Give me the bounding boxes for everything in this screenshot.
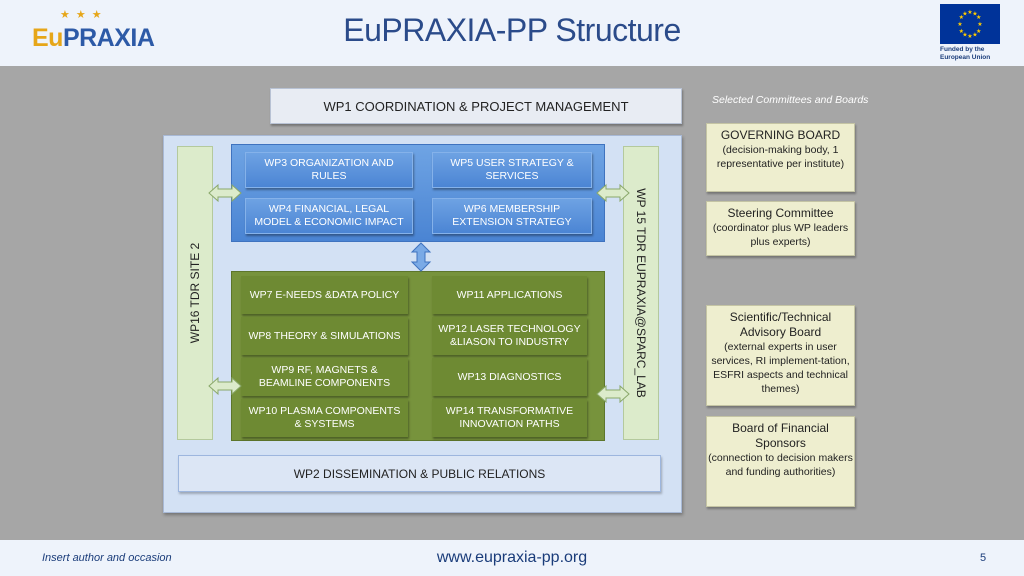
website-link[interactable]: www.eupraxia-pp.org [436, 549, 588, 566]
committees-heading: Selected Committees and Boards [712, 94, 869, 106]
svg-text:★: ★ [959, 28, 964, 35]
svg-text:★: ★ [976, 14, 981, 21]
wp9-box: WP9 RF, MAGNETS & BEAMLINE COMPONENTS [241, 358, 408, 396]
wp4-box: WP4 FINANCIAL, LEGAL MODEL & ECONOMIC IM… [245, 198, 413, 234]
double-arrow-icon [596, 384, 630, 404]
funded-by-eu-text: Funded by the European Union [940, 46, 991, 61]
wp16-label: WP16 TDR SITE 2 [188, 242, 202, 344]
logo-stars-icon: ★★★ [60, 9, 108, 21]
wp1-box: WP1 COORDINATION & PROJECT MANAGEMENT [270, 88, 682, 124]
svg-text:★: ★ [976, 28, 981, 35]
eupraxia-logo: ★★★ EuPRAXIA [32, 8, 162, 60]
svg-text:★: ★ [967, 9, 972, 16]
wp3-box: WP3 ORGANIZATION AND RULES [245, 152, 413, 188]
slide-content: WP1 COORDINATION & PROJECT MANAGEMENT WP… [0, 66, 1024, 540]
wp5-box: WP5 USER STRATEGY & SERVICES [432, 152, 592, 188]
author-occasion-text: Insert author and occasion [42, 552, 172, 564]
wp14-box: WP14 TRANSFORMATIVE INNOVATION PATHS [432, 399, 587, 437]
board-title: GOVERNING BOARD [720, 128, 841, 142]
wp16-column: WP16 TDR SITE 2 [177, 146, 213, 440]
wp12-box: WP12 LASER TECHNOLOGY &LIASON TO INDUSTR… [432, 317, 587, 355]
governing-board-box: GOVERNING BOARD (decision-making body, 1… [706, 123, 855, 192]
slide-title: EuPRAXIA-PP Structure [343, 12, 681, 48]
svg-text:★: ★ [972, 32, 977, 39]
wp15-label: WP 15 TDR EUPRAXIA@SPARC_LAB [634, 188, 648, 398]
board-description: (external experts in user services, RI i… [711, 341, 850, 395]
board-description: (connection to decision makers and fundi… [708, 452, 853, 478]
wp7-box: WP7 E-NEEDS &DATA POLICY [241, 276, 408, 314]
wp2-box: WP2 DISSEMINATION & PUBLIC RELATIONS [178, 455, 661, 492]
slide-header: ★★★ EuPRAXIA EuPRAXIA-PP Structure ★★★ ★… [0, 0, 1024, 66]
board-title: Board of Financial Sponsors [732, 421, 829, 450]
svg-text:★: ★ [962, 10, 967, 17]
svg-text:★: ★ [972, 10, 977, 17]
svg-text:★: ★ [967, 33, 972, 40]
steering-committee-box: Steering Committee (coordinator plus WP … [706, 201, 855, 256]
logo-text-praxia: PRAXIA [62, 24, 155, 52]
double-arrow-icon [208, 376, 242, 396]
svg-text:★: ★ [957, 21, 962, 28]
vertical-double-arrow-icon [410, 242, 432, 272]
wp15-column: WP 15 TDR EUPRAXIA@SPARC_LAB [623, 146, 659, 440]
double-arrow-icon [596, 183, 630, 203]
board-title: Steering Committee [727, 206, 834, 220]
double-arrow-icon [208, 183, 242, 203]
svg-text:★: ★ [959, 14, 964, 21]
svg-text:★: ★ [977, 21, 982, 28]
scientific-advisory-board-box: Scientific/Technical Advisory Board (ext… [706, 305, 855, 406]
wp10-box: WP10 PLASMA COMPONENTS & SYSTEMS [241, 399, 408, 437]
board-description: (decision-making body, 1 representative … [716, 144, 845, 170]
slide-footer: Insert author and occasion www.eupraxia-… [0, 540, 1024, 576]
board-description: (coordinator plus WP leaders plus expert… [712, 222, 849, 248]
financial-sponsors-board-box: Board of Financial Sponsors (connection … [706, 416, 855, 507]
svg-text:★: ★ [962, 32, 967, 39]
wp13-box: WP13 DIAGNOSTICS [432, 358, 587, 396]
page-number: 5 [980, 552, 987, 564]
wp11-box: WP11 APPLICATIONS [432, 276, 587, 314]
wp6-box: WP6 MEMBERSHIP EXTENSION STRATEGY [432, 198, 592, 234]
wp8-box: WP8 THEORY & SIMULATIONS [241, 317, 408, 355]
eu-flag-icon: ★★★ ★★★ ★★★ ★★★ [940, 4, 1000, 44]
board-title: Scientific/Technical Advisory Board [729, 310, 832, 339]
logo-text-eu: Eu [32, 24, 63, 52]
